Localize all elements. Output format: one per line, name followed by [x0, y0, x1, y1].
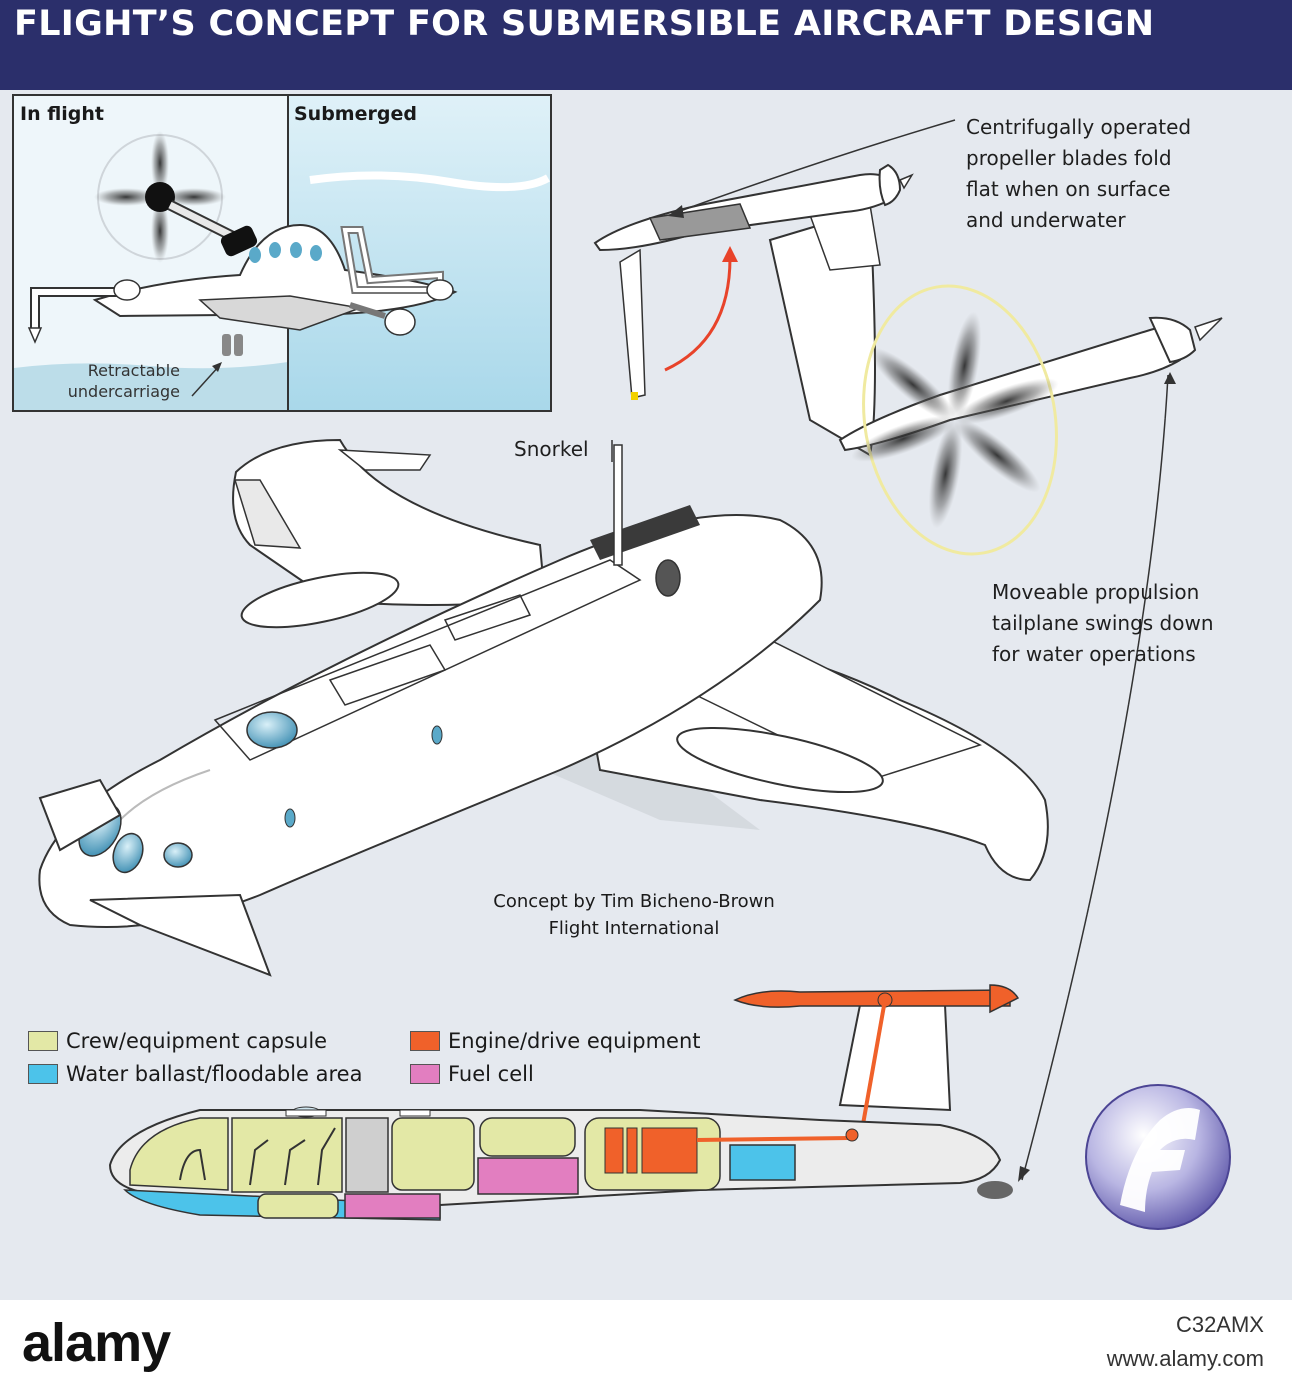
- footer-url[interactable]: www.alamy.com: [1106, 1346, 1264, 1371]
- title-bar: FLIGHT’S CONCEPT FOR SUBMERSIBLE AIRCRAF…: [0, 0, 1292, 90]
- legend-item-capsule: Crew/equipment capsule: [28, 1029, 327, 1053]
- spinning-propeller: [851, 311, 1059, 529]
- legend-swatch: [28, 1031, 58, 1051]
- legend-swatch: [28, 1064, 58, 1084]
- legend-item-fuel: Fuel cell: [410, 1062, 534, 1086]
- legend-swatch: [410, 1031, 440, 1051]
- legend-item-ballast: Water ballast/floodable area: [28, 1062, 362, 1086]
- illustration: [12, 94, 1231, 1230]
- cutaway-diagram: [108, 984, 1020, 1221]
- flight-logo: [1085, 1084, 1231, 1230]
- page-title: FLIGHT’S CONCEPT FOR SUBMERSIBLE AIRCRAF…: [14, 4, 1155, 44]
- snorkel-label: Snorkel: [514, 437, 589, 461]
- footer-bar: alamy C32AMX www.alamy.com: [0, 1300, 1292, 1390]
- inset-panel: [12, 94, 552, 412]
- in-flight-label: In flight: [20, 103, 105, 125]
- submerged-label: Submerged: [294, 103, 417, 125]
- tailplane-annotation: Moveable propulsion tailplane swings dow…: [992, 580, 1214, 666]
- alamy-logo: alamy: [22, 1313, 171, 1373]
- concept-credit: Concept by Tim Bicheno-Brown Flight Inte…: [493, 891, 775, 939]
- propeller-annotation: Centrifugally operated propeller blades …: [966, 115, 1192, 232]
- main-aircraft: [38, 163, 1223, 977]
- legend-item-engine: Engine/drive equipment: [410, 1029, 701, 1053]
- inset-propeller: [94, 131, 226, 263]
- infographic: FLIGHT’S CONCEPT FOR SUBMERSIBLE AIRCRAF…: [0, 0, 1292, 1300]
- stock-id: C32AMX: [1175, 1312, 1264, 1337]
- legend-swatch: [410, 1064, 440, 1084]
- annotation-arrows: [611, 119, 1176, 1182]
- undercarriage-label: Retractable undercarriage: [67, 361, 180, 401]
